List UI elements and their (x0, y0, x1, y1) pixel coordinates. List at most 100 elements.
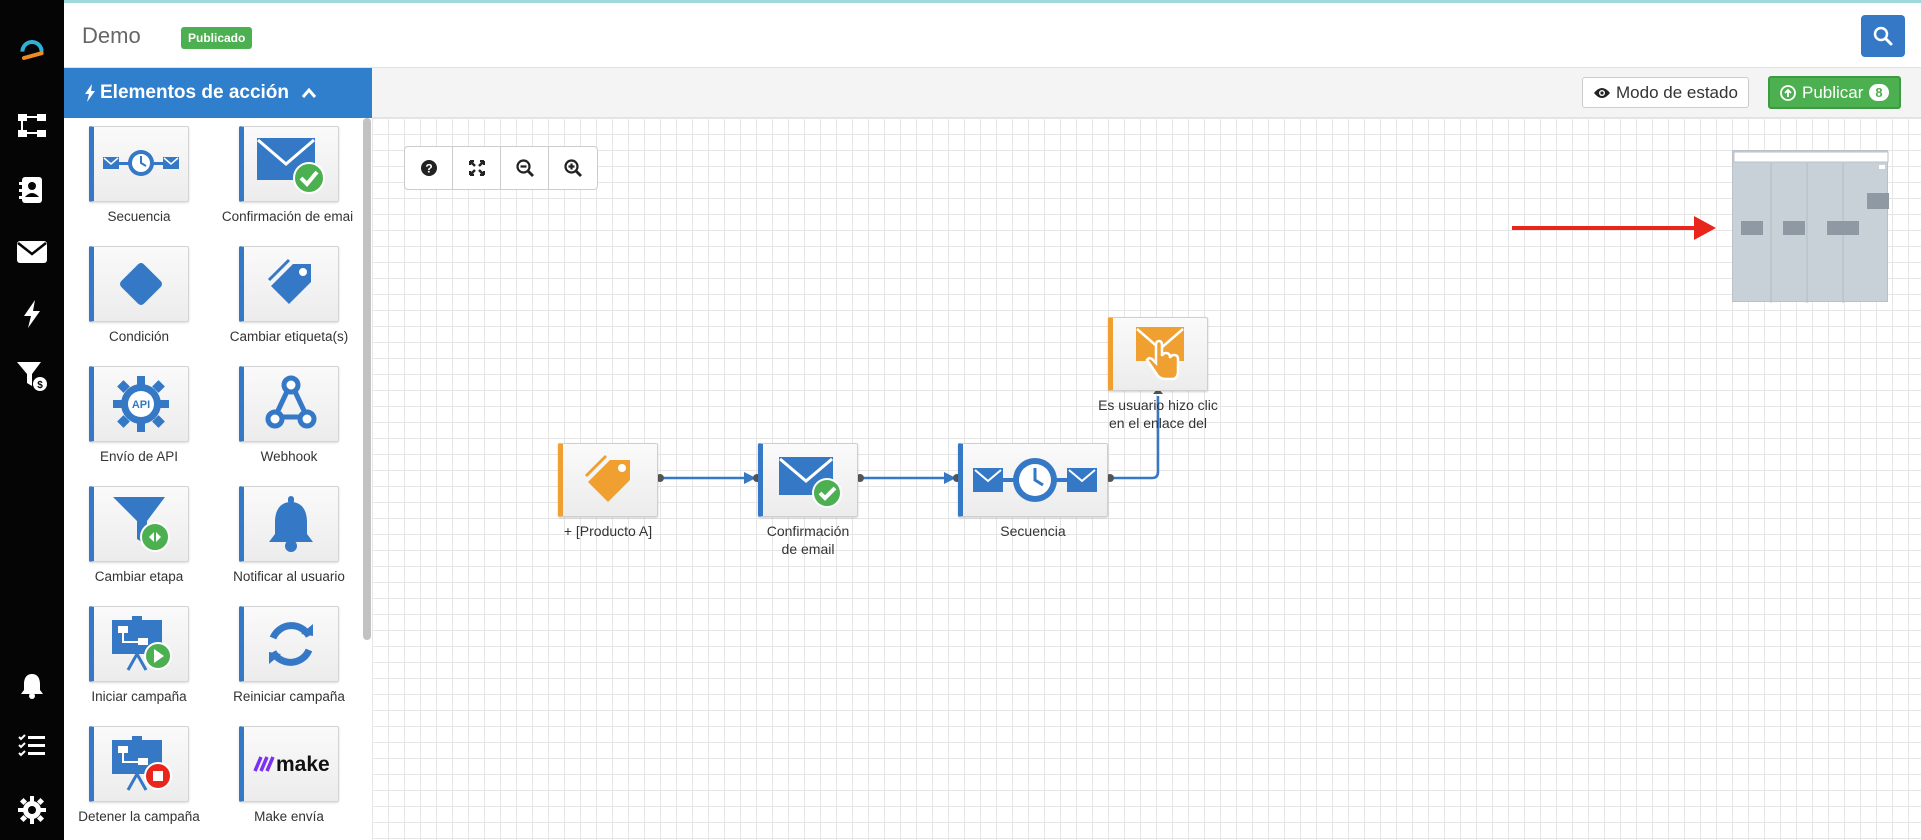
publish-count-badge: 8 (1869, 84, 1889, 101)
action-tile-email-confirmation[interactable]: Confirmación de email (214, 126, 354, 225)
zoom-in-button[interactable] (549, 147, 597, 189)
node-box (958, 443, 1108, 517)
node-box (758, 443, 858, 517)
webhook-icon (265, 375, 317, 429)
bolt-icon[interactable] (16, 298, 48, 330)
bolt-icon (85, 84, 95, 102)
tile-box (89, 246, 189, 322)
action-elements-panel: Elementos de acción Secuencia Confirmaci… (64, 68, 372, 840)
node-label: + [Producto A] (563, 523, 653, 539)
contacts-icon[interactable] (16, 174, 48, 206)
action-tile-change-tags[interactable]: Cambiar etiqueta(s) (214, 246, 354, 345)
action-tile-webhook[interactable]: Webhook (214, 366, 354, 465)
tile-label: Condición (108, 329, 170, 344)
action-tile-condition[interactable]: Condición (64, 246, 214, 345)
tile-box (239, 606, 339, 682)
diamond-icon (120, 263, 162, 305)
action-tile-notify-user[interactable]: Notificar al usuario (214, 486, 354, 585)
make-logo: make (253, 753, 330, 776)
panel-header[interactable]: Elementos de acción (64, 68, 372, 118)
tile-box (89, 486, 189, 562)
sequence-icon (973, 458, 1097, 502)
tile-label: Detener la campaña (78, 809, 200, 824)
flow-node-email-confirmation[interactable]: Confirmación de email (758, 443, 858, 558)
action-tile-api-send[interactable]: API Envío de API (64, 366, 214, 465)
status-badge: Publicado (181, 27, 253, 49)
flow-node-tag[interactable]: + [Producto A] (558, 443, 658, 540)
panel-title: Elementos de acción (100, 82, 290, 103)
zoom-controls: ? (404, 146, 598, 190)
tile-box (89, 126, 189, 202)
tile-label: Iniciar campaña (91, 689, 187, 704)
node-label: Secuencia (1000, 523, 1066, 539)
tile-box: API (89, 366, 189, 442)
node-label: Es usuario hizo clic en el enlace del (1098, 397, 1218, 431)
zoom-in-icon (564, 159, 582, 177)
tag-icon (584, 454, 630, 502)
tile-label: Secuencia (107, 209, 171, 224)
action-tile-change-stage[interactable]: Cambiar etapa (64, 486, 214, 585)
tile-box (89, 606, 189, 682)
campaign-play-icon (112, 616, 172, 671)
logo-icon[interactable] (16, 34, 48, 66)
flow-icon[interactable] (16, 110, 48, 142)
tile-box (239, 246, 339, 322)
fit-view-button[interactable] (453, 147, 501, 189)
email-icon[interactable] (16, 236, 48, 268)
publish-button[interactable]: Publicar 8 (1768, 76, 1901, 109)
upload-circle-icon (1780, 84, 1796, 101)
state-mode-button[interactable]: Modo de estado (1582, 77, 1749, 108)
funnel-switch-icon (113, 497, 170, 552)
sequence-icon (103, 150, 179, 176)
tile-box (239, 486, 339, 562)
action-tile-sequence[interactable]: Secuencia (64, 126, 214, 225)
panel-body: Secuencia Confirmación de email Condició… (64, 118, 354, 840)
tile-label: Reiniciar campaña (233, 689, 345, 704)
page-title: Demo (82, 23, 141, 48)
panel-scrollbar[interactable] (363, 118, 371, 640)
checklist-icon[interactable] (16, 730, 48, 762)
help-icon: ? (420, 160, 437, 176)
svg-text:API: API (132, 399, 150, 411)
tile-label: Confirmación de email (221, 209, 354, 224)
help-button[interactable]: ? (405, 147, 453, 189)
svg-text:make: make (276, 753, 330, 776)
top-bar: Demo Publicado (64, 0, 1921, 68)
campaign-stop-icon (112, 736, 172, 791)
eye-icon (1594, 87, 1610, 98)
tile-label: Notificar al usuario (233, 569, 345, 584)
canvas-minimap[interactable] (1732, 150, 1889, 303)
action-tile-make-send[interactable]: make Make envía (214, 726, 354, 825)
state-mode-label: Modo de estado (1616, 82, 1738, 102)
tile-label: Make envía (254, 809, 324, 824)
bell-icon[interactable] (16, 670, 48, 702)
minimap-view (1733, 151, 1889, 303)
flow-node-sequence[interactable]: Secuencia (958, 443, 1108, 540)
flow-node-email-click[interactable]: Es usuario hizo clic en el enlace del (1098, 317, 1218, 432)
zoom-out-button[interactable] (501, 147, 549, 189)
search-icon (1873, 26, 1893, 46)
action-tile-stop-campaign[interactable]: Detener la campaña (64, 726, 214, 825)
chevron-up-icon (301, 87, 317, 98)
tile-label: Cambiar etapa (94, 569, 184, 584)
tile-box (239, 366, 339, 442)
funnel-icon[interactable]: $ (16, 360, 48, 392)
tile-box (239, 126, 339, 202)
email-confirm-icon (257, 138, 325, 194)
bell-icon (269, 496, 313, 552)
svg-text:?: ? (425, 162, 432, 176)
search-button[interactable] (1861, 15, 1905, 57)
left-nav-rail: $ (0, 0, 64, 840)
publish-label: Publicar (1802, 82, 1864, 102)
fit-icon (468, 160, 485, 176)
gear-icon[interactable] (16, 794, 48, 826)
node-label: Confirmación de email (766, 523, 850, 557)
action-tile-start-campaign[interactable]: Iniciar campaña (64, 606, 214, 705)
canvas-toolbar: Modo de estado Publicar 8 (372, 68, 1921, 118)
tile-label: Webhook (260, 449, 318, 464)
email-confirm-icon (779, 457, 842, 508)
action-tile-restart-campaign[interactable]: Reiniciar campaña (214, 606, 354, 705)
tag-icon (267, 258, 311, 304)
flow-canvas[interactable]: ? (372, 118, 1921, 840)
api-gear-icon: API (113, 376, 169, 432)
